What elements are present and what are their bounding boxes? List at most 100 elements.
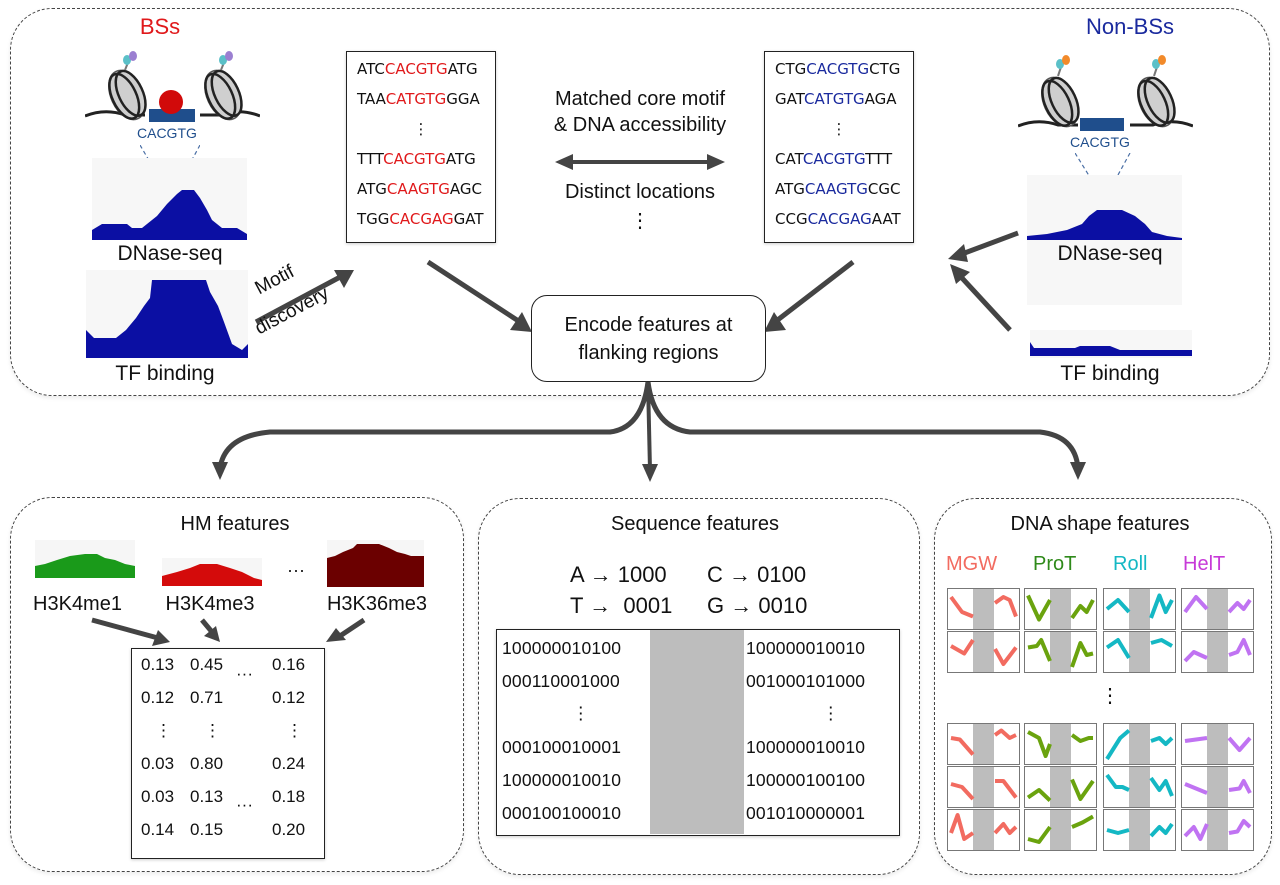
comparison-ellipsis: ⋮ <box>630 210 650 232</box>
right-binary-row: 100000100100 <box>746 770 866 790</box>
core-region-mask <box>973 589 994 629</box>
nonbs-dnase-track <box>1027 210 1182 240</box>
core-region-mask <box>1207 724 1228 764</box>
shape-plot-mgw <box>947 809 1020 851</box>
left-binary-row: 000100100010 <box>502 803 622 823</box>
shape-plot-prot <box>1024 809 1097 851</box>
shape-profile-line <box>1184 736 1208 743</box>
hm-matrix-cell: 0.03 <box>141 787 175 806</box>
core-region-mask <box>1050 810 1071 850</box>
shape-profile-line <box>1070 778 1095 801</box>
shape-profile-line <box>1070 641 1094 668</box>
hm-title: HM features <box>180 513 290 535</box>
motif-discovery-arrow <box>254 270 354 325</box>
nucleosome-icon <box>108 69 147 121</box>
encoding-t: T → 0001 <box>570 593 673 618</box>
shape-profile-line <box>1105 728 1131 761</box>
shape-profile-line <box>1149 822 1174 838</box>
mgw-label: MGW <box>946 553 998 575</box>
shape-plot-mgw <box>947 588 1020 630</box>
shape-profile-line <box>993 728 1017 740</box>
nucleosome-icon <box>204 69 243 121</box>
shape-profile-line <box>949 595 974 619</box>
nonbs-dnase-track-bg <box>1027 175 1182 305</box>
left-binary-row: ⋮ <box>572 703 590 723</box>
shape-profile-line <box>1227 736 1252 752</box>
encoding-c: C → 0100 <box>707 562 807 587</box>
core-region-mask <box>973 632 994 672</box>
shape-plot-helt <box>1181 588 1254 630</box>
h3k4me1-label: H3K4me1 <box>33 593 122 615</box>
helt-label: HelT <box>1183 553 1226 575</box>
shape-profile-line <box>1026 594 1052 622</box>
shape-profile-line <box>1027 730 1052 758</box>
shape-plot-helt <box>1181 809 1254 851</box>
shape-profile-line <box>1071 814 1094 829</box>
shape-plot-roll <box>1103 588 1176 630</box>
nonbs-motif-label: CACGTG <box>1070 134 1130 150</box>
hm-matrix <box>131 648 325 859</box>
shape-plot-mgw <box>947 723 1020 765</box>
h3k4me3-label: H3K4me3 <box>165 593 255 615</box>
nonbs-seq-ellipsis: ⋮ <box>831 120 847 138</box>
core-region-mask <box>650 630 744 834</box>
encoding-a: A → 1000 <box>570 562 667 587</box>
core-region-mask <box>1207 767 1228 807</box>
hm-matrix-cell: ⋮ <box>155 721 172 740</box>
hm-matrix-cell: 0.12 <box>141 688 175 707</box>
shape-plot-roll <box>1103 766 1176 808</box>
hm-matrix-cell: 0.13 <box>190 787 224 806</box>
h3k36me3-track <box>327 540 424 587</box>
nonbs-seq-row: GATCATGTGAGA <box>775 90 897 108</box>
shape-profile-line <box>1227 598 1252 614</box>
roll-label: Roll <box>1113 553 1148 575</box>
shape-profile-line <box>950 782 975 801</box>
shape-plot-helt <box>1181 723 1254 765</box>
right-binary-row: 001010000001 <box>746 803 866 823</box>
shape-plot-prot <box>1024 766 1097 808</box>
prot-label: ProT <box>1033 553 1077 575</box>
hm-matrix-cell: ⋮ <box>286 721 303 740</box>
core-region-mask <box>1207 632 1228 672</box>
bs-dnase-track <box>92 190 247 240</box>
core-region-mask <box>973 724 994 764</box>
nonbs-seq-row: CATCACGTGTTT <box>775 150 893 168</box>
hm-matrix-cell: ⋮ <box>204 721 221 740</box>
shape-profile-line <box>1105 638 1131 660</box>
bs-nucleosome-illustration <box>85 51 260 122</box>
comparison-line1: Matched core motif <box>554 88 726 110</box>
shape-profile-line <box>950 736 975 756</box>
shape-panel <box>934 498 1272 875</box>
left-binary-row: 100000010010 <box>502 770 622 790</box>
nonbs-sequence-box: CTGCACGTGCTG GATCATGTGAGA ⋮ CATCACGTGTTT… <box>764 51 914 243</box>
shape-profile-line <box>1183 823 1209 841</box>
shape-plot-prot <box>1024 588 1097 630</box>
flow-arrows-top <box>426 230 1019 332</box>
shape-profile-line <box>1150 638 1173 648</box>
hm-matrix-cell: 0.14 <box>141 820 175 839</box>
core-region-mask <box>1207 810 1228 850</box>
bs-title: BSs <box>139 14 181 39</box>
right-binary-row: ⋮ <box>822 703 840 723</box>
shape-plot-roll <box>1103 809 1176 851</box>
bs-seq-row: ATCCACGTGATG <box>357 60 478 78</box>
nonbs-dnase-label: DNase-seq <box>1057 242 1163 265</box>
shape-profile-line <box>993 822 1018 835</box>
bs-seq-row: TGGCACGAGGAT <box>357 210 484 228</box>
shape-profile-line <box>950 638 975 656</box>
shape-profile-line <box>1228 819 1252 835</box>
shape-profile-line <box>1183 595 1209 614</box>
bs-seq-row: ATGCAAGTGAGC <box>357 180 483 198</box>
bs-seq-row: TTTCACGTGATG <box>357 150 476 168</box>
shape-profile-line <box>1027 638 1052 662</box>
hm-matrix-cell: 0.20 <box>272 820 306 839</box>
shape-profile-line <box>1070 599 1095 620</box>
bs-tf-track <box>86 280 248 358</box>
shape-profile-line <box>1183 650 1208 663</box>
shape-plot-prot <box>1024 631 1097 673</box>
hm-matrix-cell: 0.80 <box>190 754 224 773</box>
hm-matrix-cell: 0.45 <box>190 655 224 674</box>
hm-panel <box>10 497 464 872</box>
shape-plot-prot <box>1024 723 1097 765</box>
encoding-g: G → 0010 <box>707 593 808 618</box>
